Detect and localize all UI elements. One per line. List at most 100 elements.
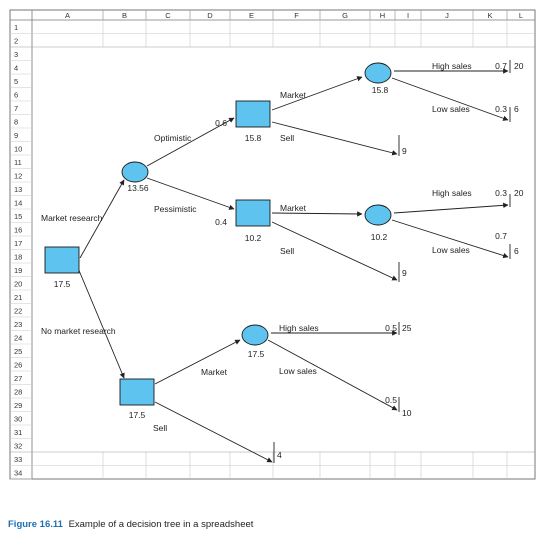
- branch-label-sell-3: Sell: [153, 423, 167, 433]
- probability-p-low-1: 0.3: [495, 104, 507, 114]
- payoff-pay-low-1: 6: [514, 104, 519, 114]
- row-header-22: 22: [14, 307, 22, 316]
- probability-p-high-2: 0.3: [495, 188, 507, 198]
- row-header-10: 10: [14, 145, 22, 154]
- node-value-no-research-decision: 17.5: [129, 410, 146, 420]
- edge-sell-1: [271, 121, 398, 156]
- figure-caption-text: Example of a decision tree in a spreadsh…: [68, 519, 254, 530]
- edge-market-research: [79, 179, 125, 259]
- probability-p-pessimistic: 0.4: [215, 217, 227, 227]
- payoff-pay-sell-1: 9: [402, 146, 407, 156]
- chance-node-pessimistic-market-chance: [364, 204, 392, 226]
- branch-label-high-sales-2: High sales: [432, 188, 472, 198]
- chance-node-optimistic-market-chance: [364, 62, 392, 84]
- payoff-pay-high-3: 25: [402, 323, 412, 333]
- node-value-pessimistic-decision: 10.2: [245, 233, 262, 243]
- row-header-7: 7: [14, 104, 18, 113]
- edge-sell-2: [271, 221, 398, 281]
- row-header-19: 19: [14, 266, 22, 275]
- payoff-pay-high-1: 20: [514, 61, 524, 71]
- branch-label-market-1: Market: [280, 90, 307, 100]
- branch-label-low-sales-2: Low sales: [432, 245, 470, 255]
- branch-label-high-sales-1: High sales: [432, 61, 472, 71]
- column-header-e: E: [249, 11, 254, 20]
- row-header-27: 27: [14, 374, 22, 383]
- node-value-optimistic-decision: 15.8: [245, 133, 262, 143]
- branch-label-sell-1: Sell: [280, 133, 294, 143]
- branch-label-low-sales-1: Low sales: [432, 104, 470, 114]
- column-header-i: I: [407, 11, 409, 20]
- column-header-g: G: [342, 11, 348, 20]
- column-header-h: H: [380, 11, 385, 20]
- column-header-k: K: [487, 11, 492, 20]
- row-header-2: 2: [14, 37, 18, 46]
- edge-market-3: [154, 339, 241, 385]
- node-value-pessimistic-market-chance: 10.2: [371, 232, 388, 242]
- figure-caption: Figure 16.11 Example of a decision tree …: [8, 519, 253, 530]
- row-header-11: 11: [14, 158, 22, 167]
- tree-labels: 17.5 13.56 15.8 15.8 10.2 10.2 17.5 17.5 Market …: [41, 61, 524, 460]
- row-header-3: 3: [14, 50, 18, 59]
- chance-node-market-research-chance: [121, 161, 149, 183]
- row-header-8: 8: [14, 118, 18, 127]
- row-header-15: 15: [14, 212, 22, 221]
- row-header-26: 26: [14, 361, 22, 370]
- row-header-1: 1: [14, 23, 18, 32]
- column-header-a: A: [65, 11, 70, 20]
- payoff-pay-high-2: 20: [514, 188, 524, 198]
- edge-market-2: [271, 211, 363, 217]
- tree-nodes: [44, 62, 392, 406]
- row-header-12: 12: [14, 172, 22, 181]
- payoff-pay-sell-3: 4: [277, 450, 282, 460]
- row-headers: 1234567891011121314151617181920212223242…: [14, 23, 22, 478]
- chance-node-no-research-market-chance: [241, 324, 269, 346]
- row-header-6: 6: [14, 91, 18, 100]
- payoff-pay-low-3: 10: [402, 408, 412, 418]
- node-value-optimistic-market-chance: 15.8: [372, 85, 389, 95]
- probability-p-low-3: 0.5: [385, 395, 397, 405]
- row-header-21: 21: [14, 293, 22, 302]
- decision-node-optimistic-decision: [235, 100, 271, 128]
- row-header-4: 4: [14, 64, 18, 73]
- row-header-28: 28: [14, 388, 22, 397]
- spreadsheet-grid: [9, 9, 536, 480]
- column-header-b: B: [122, 11, 127, 20]
- row-header-24: 24: [14, 334, 22, 343]
- column-header-c: C: [165, 11, 171, 20]
- row-header-23: 23: [14, 320, 22, 329]
- column-header-d: D: [207, 11, 213, 20]
- row-header-16: 16: [14, 226, 22, 235]
- probability-p-low-2: 0.7: [495, 231, 507, 241]
- sheet-frame: [9, 9, 536, 480]
- row-header-29: 29: [14, 401, 22, 410]
- edge-optimistic: [146, 117, 235, 167]
- figure-number: Figure 16.11: [8, 519, 63, 530]
- edge-market-1: [271, 76, 363, 111]
- branch-label-sell-2: Sell: [280, 246, 294, 256]
- decision-node-no-research-decision: [119, 378, 155, 406]
- node-value-no-research-market-chance: 17.5: [248, 349, 265, 359]
- row-header-32: 32: [14, 442, 22, 451]
- row-header-9: 9: [14, 131, 18, 140]
- row-header-30: 30: [14, 415, 22, 424]
- node-value-market-research-chance: 13.56: [127, 183, 149, 193]
- row-header-5: 5: [14, 77, 18, 86]
- node-value-root: 17.5: [54, 279, 71, 289]
- tree-branches: [77, 60, 511, 463]
- column-header-l: L: [519, 11, 523, 20]
- branch-label-market-3: Market: [201, 367, 228, 377]
- edge-no-market-research: [77, 267, 125, 379]
- row-header-20: 20: [14, 280, 22, 289]
- probability-p-high-3: 0.5: [385, 323, 397, 333]
- edge-low-sales-2: [391, 219, 509, 259]
- edge-sell-3: [154, 401, 273, 463]
- edge-low-sales-3: [267, 339, 398, 411]
- branch-label-high-sales-3: High sales: [279, 323, 319, 333]
- row-header-13: 13: [14, 185, 22, 194]
- branch-label-market-research: Market research: [41, 213, 103, 223]
- column-header-f: F: [294, 11, 299, 20]
- edge-high-sales-2: [393, 202, 509, 214]
- edge-low-sales-1: [391, 77, 509, 121]
